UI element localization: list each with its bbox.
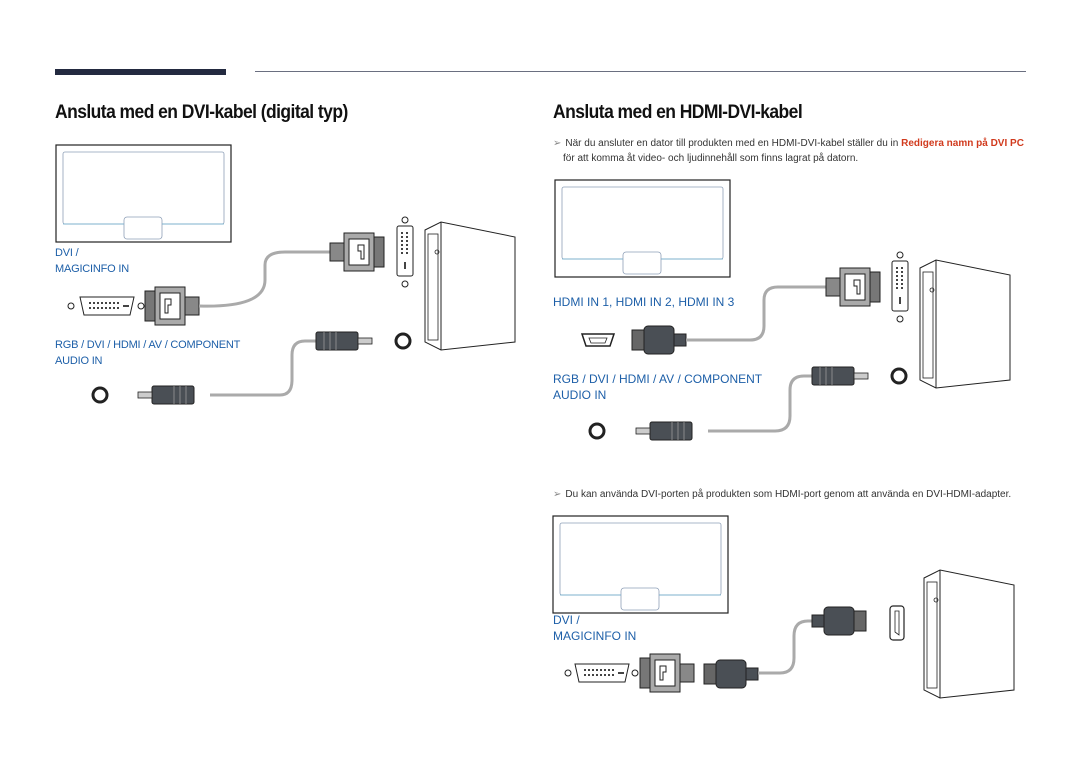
pc-tower-icon — [923, 569, 1015, 699]
monitor-icon — [552, 515, 729, 614]
dvi-port-icon — [574, 663, 630, 683]
audio-jack-icon — [394, 332, 412, 350]
dvi-cable — [198, 250, 330, 308]
audio-connector-icon — [315, 331, 373, 351]
audio-jack-icon — [890, 367, 908, 385]
monitor-icon — [55, 144, 232, 243]
hdmi-port-icon — [580, 333, 616, 347]
audio-connector-icon — [137, 385, 195, 405]
right-audio-label: RGB / DVI / HDMI / AV / COMPONENT AUDIO … — [553, 371, 762, 403]
dvi-port-icon — [891, 251, 909, 323]
right-audio-label-line1: RGB / DVI / HDMI / AV / COMPONENT — [553, 372, 763, 386]
hdmi-connector-icon — [703, 659, 759, 689]
audio-jack-icon — [588, 422, 606, 440]
left-dvi-label: DVI / MAGICINFO IN — [55, 245, 129, 277]
left-audio-label-line1: RGB / DVI / HDMI / AV / COMPONENT — [55, 339, 241, 351]
bottom-dvi-label-line1: DVI / — [553, 613, 580, 627]
screw-icon — [137, 302, 145, 310]
audio-connector-icon — [635, 421, 693, 441]
screw-icon — [631, 669, 639, 677]
hdmi-port-icon — [889, 605, 905, 641]
screw-icon — [67, 302, 75, 310]
right-section-title: Ansluta med en HDMI-DVI-kabel — [553, 102, 803, 123]
audio-cable — [708, 374, 812, 433]
pc-tower-icon — [424, 221, 516, 351]
right-audio-label-line2: AUDIO IN — [553, 388, 607, 402]
dvi-hdmi-adapter-icon — [639, 653, 695, 693]
hdmi-port-inner — [588, 337, 608, 344]
hdmi-connector-icon — [811, 606, 867, 636]
left-section-title: Ansluta med en DVI-kabel (digital typ) — [55, 102, 348, 123]
pc-tower-icon — [919, 259, 1011, 389]
right-hdmi-label: HDMI IN 1, HDMI IN 2, HDMI IN 3 — [553, 295, 735, 309]
section-bar — [55, 69, 226, 75]
header-rule — [255, 71, 1026, 72]
hdmi-connector-icon — [631, 325, 687, 355]
audio-jack-icon — [91, 386, 109, 404]
note-1: ➢När du ansluter en dator till produkten… — [553, 136, 1024, 151]
hdmi-cable — [758, 619, 812, 675]
note-2-text: Du kan använda DVI-porten på produkten s… — [565, 489, 1012, 500]
screw-icon — [564, 669, 572, 677]
note-2: ➢Du kan använda DVI-porten på produkten … — [553, 487, 1011, 502]
audio-connector-icon — [811, 366, 869, 386]
dvi-connector-icon — [329, 232, 385, 272]
dvi-connector-icon — [825, 267, 881, 307]
note-arrow-icon: ➢ — [553, 489, 562, 500]
audio-cable — [210, 339, 316, 397]
bottom-dvi-label-line2: MAGICINFO IN — [553, 629, 637, 643]
left-audio-label: RGB / DVI / HDMI / AV / COMPONENT AUDIO … — [55, 337, 240, 369]
note-1-highlight: Redigera namn på DVI PC — [901, 138, 1024, 149]
note-1-line2: för att komma åt video- och ljudinnehåll… — [563, 153, 859, 164]
dvi-connector-icon — [144, 286, 200, 326]
left-dvi-label-line1: DVI / — [55, 247, 79, 259]
dvi-port-icon — [79, 296, 135, 316]
hdmi-dvi-cable — [686, 285, 826, 342]
note-1-text: När du ansluter en dator till produkten … — [565, 138, 899, 149]
dvi-port-icon — [396, 216, 414, 288]
monitor-icon — [554, 179, 731, 278]
bottom-dvi-label: DVI / MAGICINFO IN — [553, 612, 636, 644]
hdmi-port-inner — [894, 610, 900, 636]
left-dvi-label-line2: MAGICINFO IN — [55, 263, 129, 275]
left-audio-label-line2: AUDIO IN — [55, 355, 103, 367]
note-arrow-icon: ➢ — [553, 138, 562, 149]
